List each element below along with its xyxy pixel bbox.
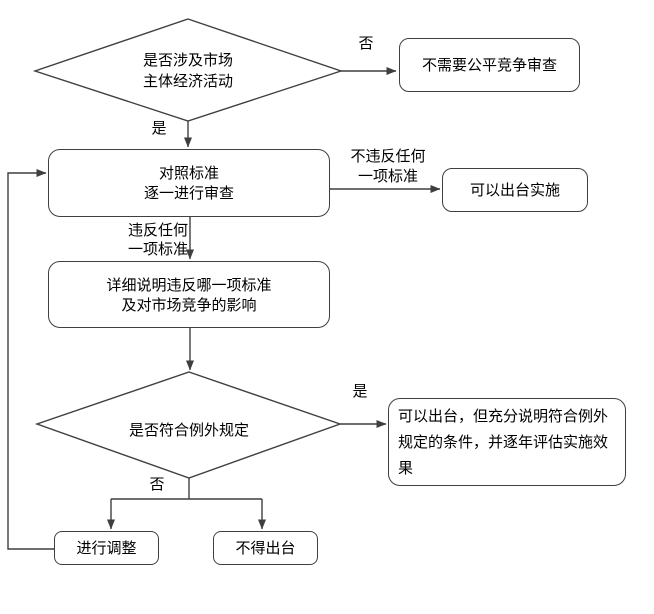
node-can-implement-label: 可以出台实施 [469, 181, 560, 199]
edge-label-yes-top: 是 [151, 119, 167, 137]
edge-label-violate: 违反任何 一项标准 [127, 221, 188, 258]
node-no-review-needed: 不需要公平竞争审查 [399, 38, 580, 92]
node-review-against-standards: 对照标准 逐一进行审查 [48, 149, 330, 217]
node-make-adjustments-label: 进行调整 [76, 539, 137, 557]
node-make-adjustments: 进行调整 [54, 531, 159, 565]
node-explain-violation: 详细说明违反哪一项标准 及对市场竞争的影响 [48, 261, 330, 328]
edge-label-not-violate: 不违反任何 一项标准 [350, 147, 426, 185]
edge-label-no-exception: 否 [149, 475, 165, 493]
decision-market-label: 是否涉及市场 主体经济活动 [142, 51, 233, 90]
decision-exception-label: 是否符合例外规定 [128, 421, 249, 439]
node-explain-violation-label: 详细说明违反哪一项标准 及对市场竞争的影响 [106, 275, 272, 314]
edge-label-yes-exception: 是 [352, 382, 368, 400]
node-review-against-standards-label: 对照标准 逐一进行审查 [143, 164, 234, 202]
edge-label-no-top: 否 [358, 34, 374, 52]
node-no-review-needed-label: 不需要公平竞争审查 [421, 56, 557, 74]
node-must-not-issue: 不得出台 [213, 531, 318, 565]
node-implement-with-exception: 可以出台，但充分说明符合例外 规定的条件，并逐年评估实施效 果 [388, 398, 626, 486]
node-implement-with-exception-label: 可以出台，但充分说明符合例外 规定的条件，并逐年评估实施效 果 [398, 407, 609, 477]
node-can-implement: 可以出台实施 [442, 168, 588, 212]
edge-feedback-loop [7, 169, 54, 550]
node-must-not-issue-label: 不得出台 [235, 539, 296, 557]
